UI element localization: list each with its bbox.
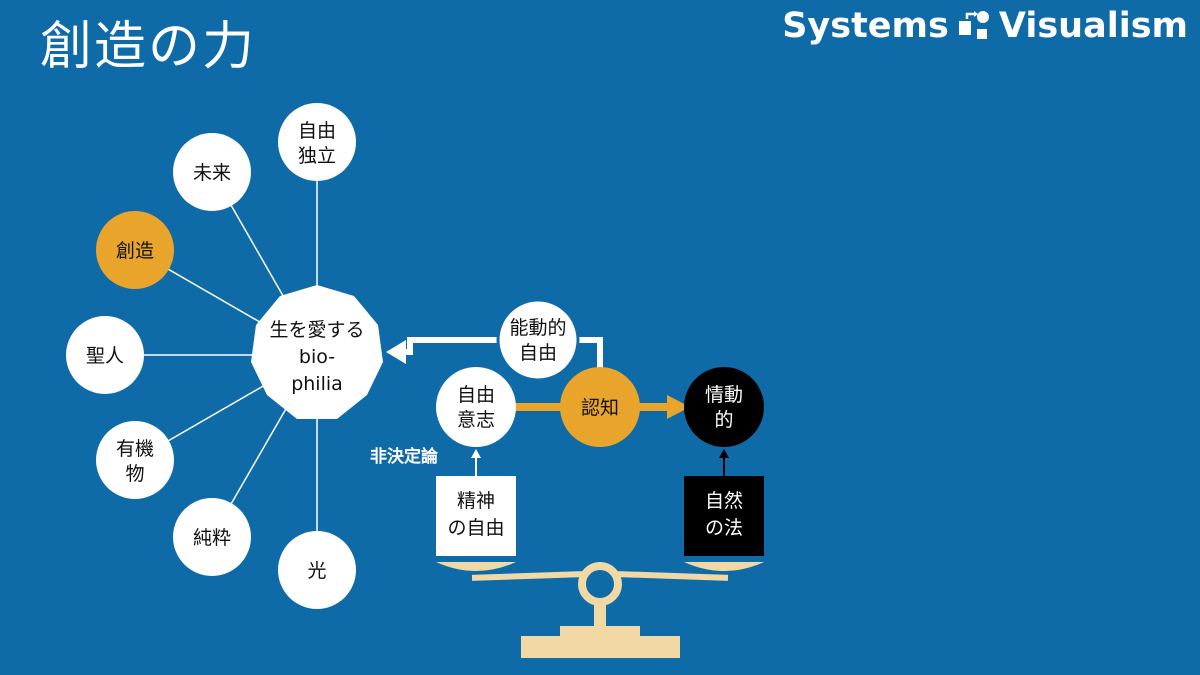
scale-left-pan	[436, 562, 516, 571]
scale-pivot	[578, 562, 622, 606]
box-seishin-line2: の自由	[447, 517, 504, 539]
scale-base	[521, 636, 680, 658]
node-mirai-label: 未来	[193, 162, 231, 184]
feedback-arrowhead	[386, 340, 406, 364]
brand-word-systems: Systems	[782, 6, 949, 46]
scale-post	[594, 600, 606, 628]
node-mirai	[173, 133, 251, 211]
scale-base-top	[560, 626, 640, 638]
node-hikari	[278, 531, 356, 609]
brand-word-visualism: Visualism	[998, 6, 1188, 46]
node-seijin	[66, 316, 144, 394]
box-seishin-no-jiyu	[436, 476, 516, 556]
node-hikari-label: 光	[307, 560, 326, 582]
node-seijin-label: 聖人	[86, 345, 124, 367]
node-jiyu-ishi-line1: 自由	[457, 384, 495, 406]
label-hikettei: 非決定論	[370, 446, 439, 467]
arrow-left-up-head	[471, 449, 481, 458]
node-joudouteki-line1: 情動	[705, 384, 743, 406]
slide-title: 創造の力	[40, 17, 257, 77]
center-node-biophilia	[251, 285, 383, 419]
balance-scale	[436, 562, 764, 658]
node-junsui-label: 純粋	[193, 527, 231, 549]
box-shizen-line2: の法	[705, 517, 743, 539]
brand-logo: Systems Visualism	[782, 6, 1188, 46]
node-noudouteki-line1: 能動的	[509, 317, 566, 339]
node-souzou-label: 創造	[116, 240, 154, 262]
scale-beam-left	[471, 571, 583, 581]
node-jiyu-dokuritsu-line2: 独立	[298, 145, 336, 167]
center-line1: 生を愛する	[269, 319, 364, 341]
node-noudouteki-jiyu	[496, 298, 580, 382]
arrow-right-up-head	[719, 449, 729, 458]
node-jiyu-ishi	[436, 367, 516, 447]
box-shizen-no-hou	[684, 476, 764, 556]
node-jiyu-dokuritsu	[278, 103, 356, 181]
node-yuukibutsu-line1: 有機	[116, 438, 154, 460]
spoke-nodes: 自由 独立 未来 創造 聖人 有機 物 純粋 光	[66, 103, 356, 609]
node-jiyu-dokuritsu-line1: 自由	[298, 120, 336, 142]
flow-arrowhead	[667, 395, 690, 419]
node-yuukibutsu-line2: 物	[125, 463, 144, 485]
scale-beam-right	[617, 571, 729, 581]
center-line2: bio-	[299, 346, 335, 368]
scale-right-pan	[684, 562, 764, 571]
node-souzou	[96, 211, 174, 289]
systems-visualism-icon	[958, 11, 989, 39]
box-shizen-line1: 自然	[705, 490, 743, 512]
center-line3: philia	[291, 373, 343, 395]
node-junsui	[173, 498, 251, 576]
box-seishin-line1: 精神	[457, 490, 495, 512]
node-ninchi-label: 認知	[581, 397, 619, 419]
node-yuukibutsu	[96, 421, 174, 499]
node-joudouteki	[684, 367, 764, 447]
node-noudouteki-line2: 自由	[519, 342, 557, 364]
node-jiyu-ishi-line2: 意志	[457, 409, 495, 431]
node-joudouteki-line2: 的	[714, 409, 733, 431]
node-ninchi	[560, 367, 640, 447]
